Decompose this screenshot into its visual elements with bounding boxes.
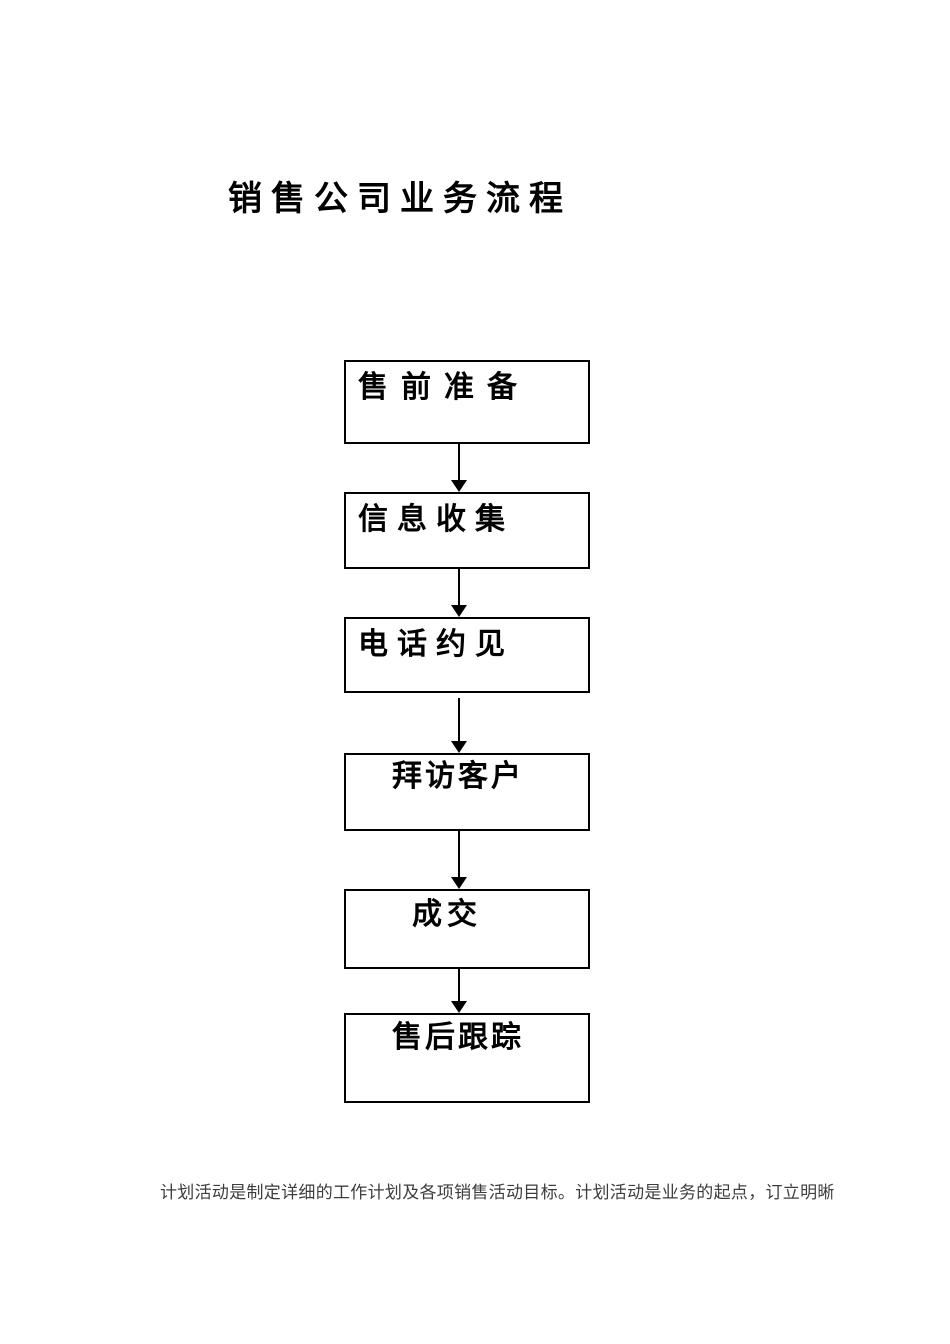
- flow-connector: [451, 831, 467, 889]
- arrow-down-icon: [451, 741, 467, 753]
- arrow-down-icon: [451, 1001, 467, 1013]
- flow-step-after-sales-follow-up: 售后跟踪: [344, 1013, 590, 1103]
- flow-step-label: 成交: [412, 898, 482, 931]
- flow-step-deal-close: 成交: [344, 889, 590, 969]
- flow-connector: [451, 698, 467, 753]
- flow-step-phone-appointment: 电话约见: [344, 617, 590, 693]
- connector-line: [458, 444, 460, 480]
- flow-step-label: 售前准备: [358, 371, 530, 404]
- arrow-down-icon: [451, 605, 467, 617]
- flow-connector: [451, 444, 467, 492]
- connector-line: [458, 831, 460, 877]
- flow-step-customer-visit: 拜访客户: [344, 753, 590, 831]
- flow-step-label: 电话约见: [358, 628, 514, 661]
- document-title: 销售公司业务流程: [228, 181, 572, 218]
- flow-step-label: 售后跟踪: [392, 1021, 524, 1054]
- flow-connector: [451, 967, 467, 1013]
- flow-step-information-collection: 信息收集: [344, 492, 590, 569]
- connector-line: [458, 569, 460, 605]
- flow-step-label: 拜访客户: [392, 760, 524, 793]
- flow-step-pre-sale-preparation: 售前准备: [344, 360, 590, 444]
- flow-step-label: 信息收集: [358, 503, 514, 536]
- connector-line: [458, 698, 460, 741]
- connector-line: [458, 967, 460, 1001]
- arrow-down-icon: [451, 877, 467, 889]
- flow-connector: [451, 569, 467, 617]
- arrow-down-icon: [451, 480, 467, 492]
- footer-paragraph: 计划活动是制定详细的工作计划及各项销售活动目标。计划活动是业务的起点，订立明晰: [160, 1183, 835, 1202]
